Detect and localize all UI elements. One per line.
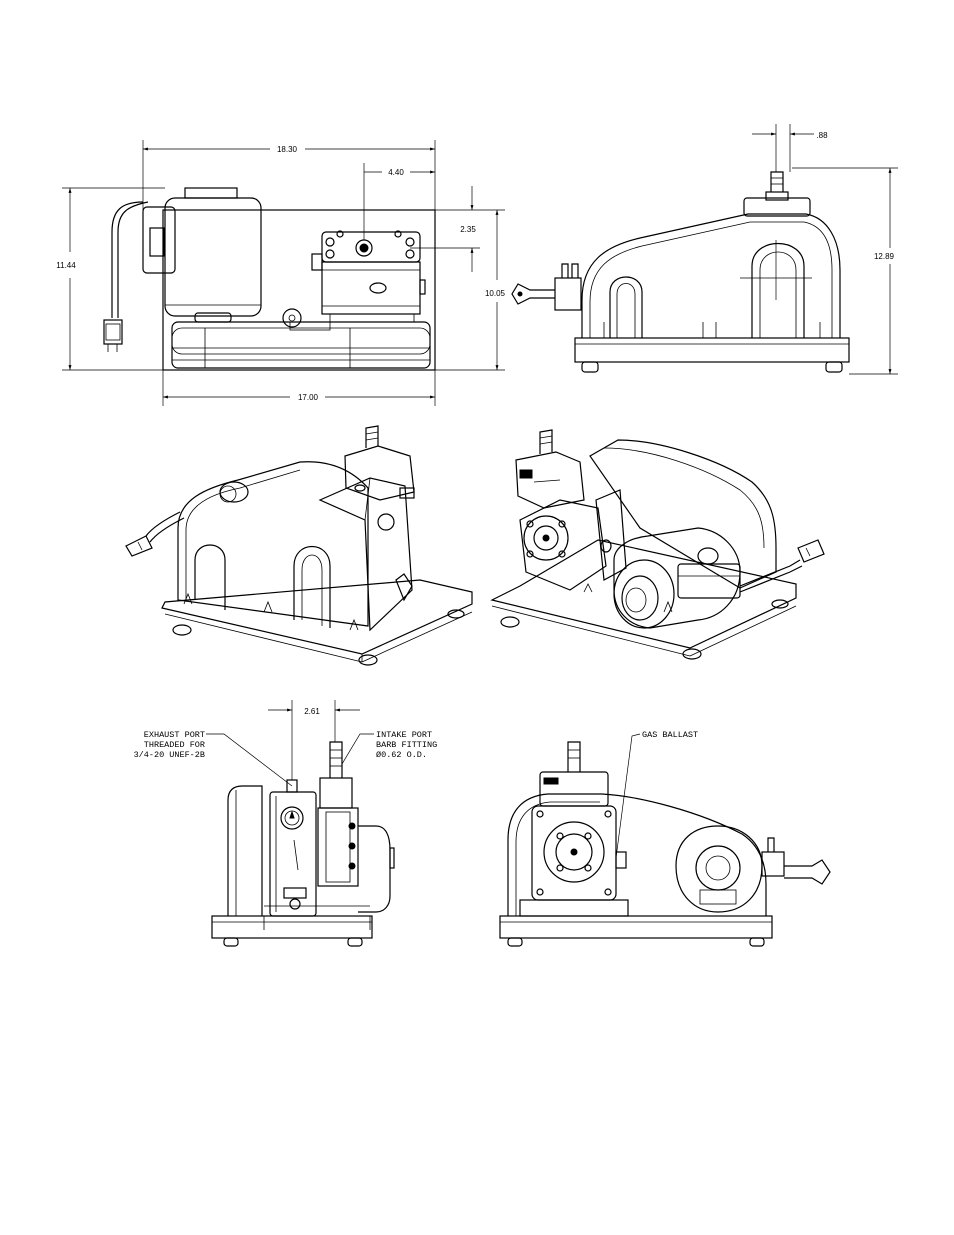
power-cord-top [104,202,148,352]
front-view-dimensions: 2.61 [268,700,360,780]
dim-side-height: 12.89 [874,252,895,261]
base-plate-side [575,338,849,362]
power-cord-rear [784,860,830,884]
dim-port-spacing: 2.61 [304,707,320,716]
pump-top [312,231,425,322]
power-cord-iso-left [146,512,180,536]
dim-overall-length: 18.30 [277,145,298,154]
intake-port-line-1: INTAKE PORT [376,730,432,740]
isometric-right-view [492,430,824,659]
intake-barb-rear [568,742,580,772]
switch-box [143,207,175,273]
base-plate-top [163,210,435,370]
dim-overall-height: 11.44 [56,261,76,270]
belt-guard-iso [178,462,368,626]
exhaust-port-callout: EXHAUST PORT THREADED FOR 3/4-20 UNEF-2B [134,730,292,786]
intake-barb-front [330,742,342,778]
dim-base-length: 17.00 [298,393,319,402]
pump-head-iso-right [520,500,606,590]
intake-port-callout: INTAKE PORT BARB FITTING Ø0.62 O.D. [342,730,437,764]
dim-motor-offset: 4.40 [388,168,404,177]
belt-guard-iso-right [590,440,776,588]
exhaust-port-line-2: THREADED FOR [144,740,205,750]
isometric-left-view [126,426,472,665]
pump-iso [320,478,412,630]
top-view-dimensions: 18.30 4.40 2.35 11.44 10.05 17.00 [56,140,505,406]
gas-ballast-label: GAS BALLAST [642,730,698,740]
intake-barb-side [771,172,783,192]
exhaust-port-line-3: 3/4-20 UNEF-2B [134,750,205,760]
dim-base-height: 10.05 [485,289,506,298]
switch-side [555,278,581,310]
intake-block-side [744,198,810,216]
intake-port-line-3: Ø0.62 O.D. [376,750,427,760]
rear-view: GAS BALLAST [500,730,830,946]
motor-front [358,826,390,912]
dim-intake-offset: 2.35 [460,225,476,234]
pulley-top [283,309,301,327]
motor-top [165,188,261,322]
side-view-dimensions: .88 12.89 [752,124,898,374]
base-plate-front [212,916,372,938]
side-view: .88 12.89 [512,124,898,374]
dim-intake-width: .88 [816,131,828,140]
front-view: 2.61 EXHAUST PORT THREADED FOR 3/4-20 UN… [134,700,438,946]
top-view: 18.30 4.40 2.35 11.44 10.05 17.00 [56,140,505,406]
exhaust-port-line-1: EXHAUST PORT [144,730,205,740]
intake-port-line-2: BARB FITTING [376,740,437,750]
base-plate-rear [500,916,772,938]
